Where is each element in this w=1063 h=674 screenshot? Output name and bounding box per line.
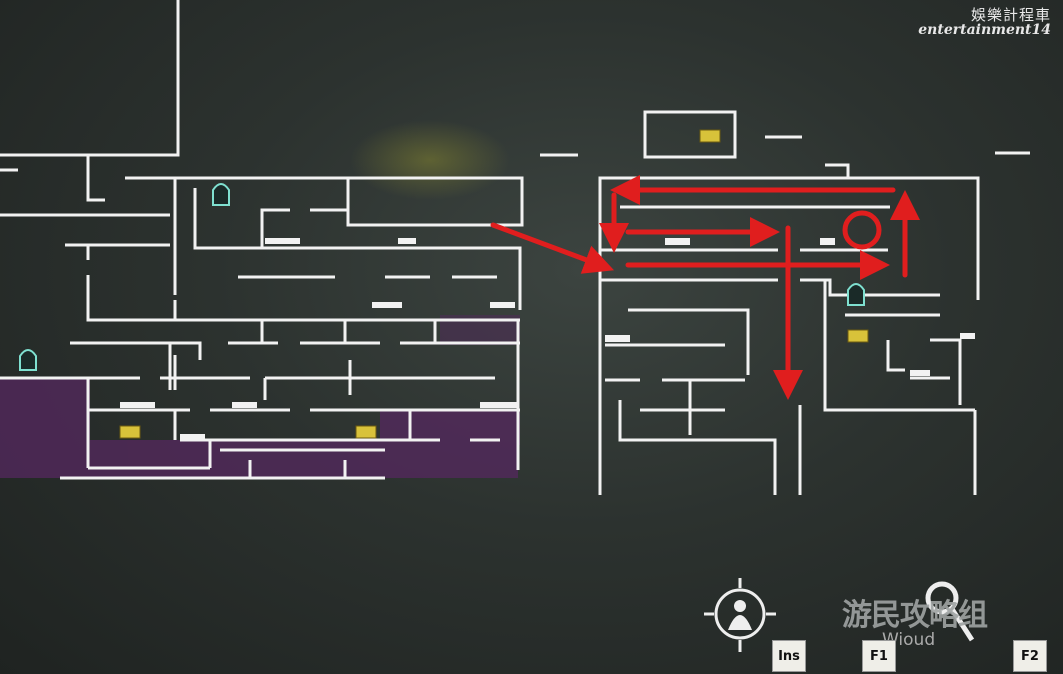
key-f2-button[interactable]: F2 (1013, 640, 1047, 672)
target-circle (842, 210, 882, 250)
corruption-zones (0, 315, 520, 478)
site-logo: 游民攻略组 (842, 598, 988, 633)
ghost-markers (19, 183, 865, 371)
treasure-chests (119, 129, 869, 439)
key-ins-button[interactable]: Ins (772, 640, 806, 672)
watermark-chinese: 娛樂計程車 (970, 6, 1051, 24)
platforms (120, 238, 975, 440)
player-crosshair-icon[interactable] (704, 578, 776, 652)
watermark-english: entertainment14 (918, 22, 1051, 38)
route-arrows (490, 175, 920, 400)
light-glow (350, 120, 510, 200)
magnifier-icon[interactable] (925, 581, 975, 642)
map-walls (0, 0, 1030, 495)
key-f1-button[interactable]: F1 (862, 640, 896, 672)
